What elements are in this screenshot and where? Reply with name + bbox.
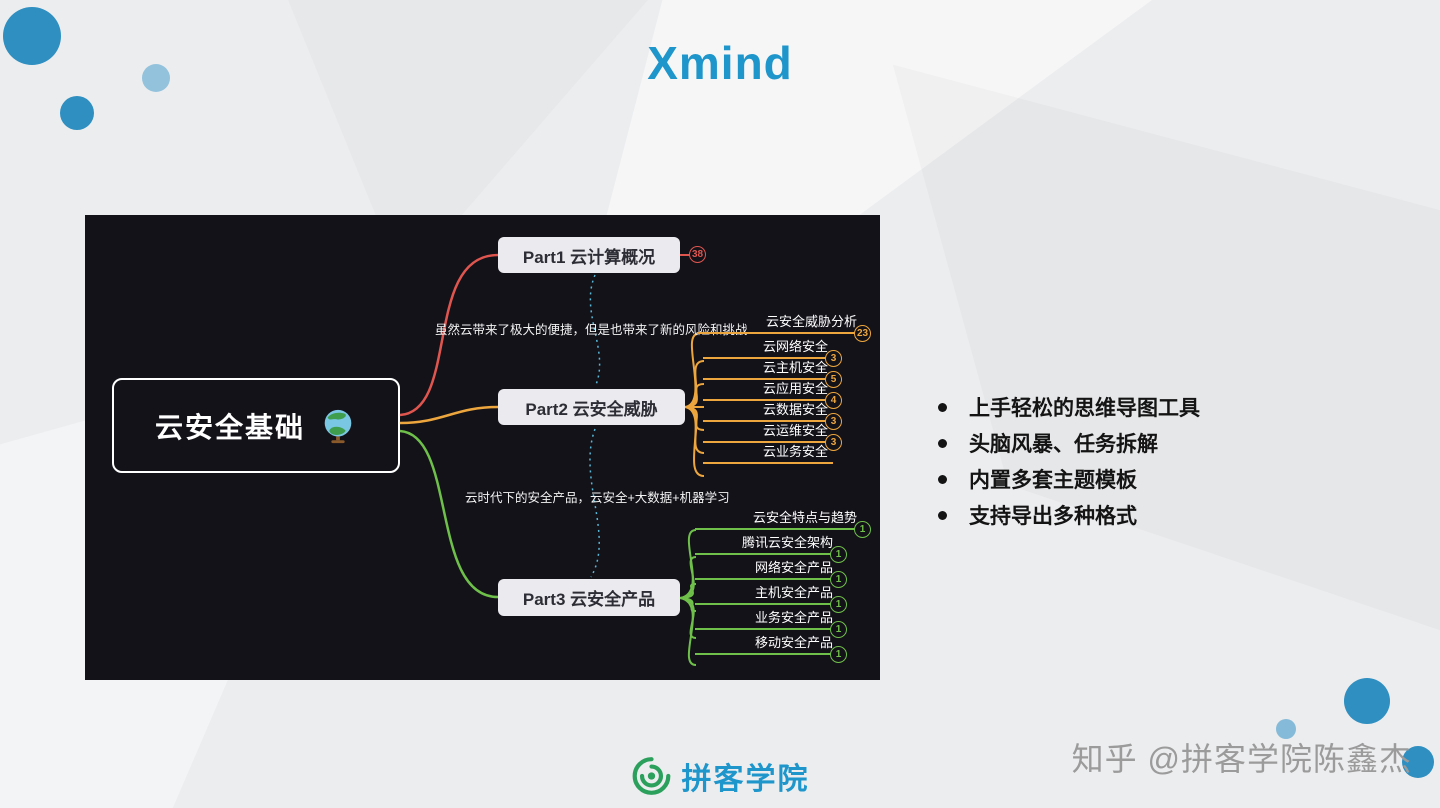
central-topic: 云安全基础 — [112, 378, 400, 473]
subtopic-network-security: 云网络安全 3 — [703, 338, 842, 367]
topic-part2: Part2 云安全威胁 — [498, 389, 685, 425]
part2-subtopics: 云安全威胁分析 23 云网络安全 3 云主机安全 5 云应用安全 4 云数据安全… — [697, 313, 871, 464]
bullet-dot — [938, 402, 947, 412]
topic-part3: Part3 云安全产品 — [498, 579, 680, 616]
decor-circle-top-left-light — [142, 64, 170, 92]
count-badge: 1 — [830, 646, 847, 663]
pinke-logo-text: 拼客学院 — [681, 763, 810, 796]
count-badge: 3 — [825, 413, 842, 430]
part3-fan-lines — [679, 529, 697, 666]
watermark: 知乎 @拼客学院陈鑫杰 — [1071, 741, 1412, 777]
decor-circle-bottom-right-medium — [1402, 746, 1434, 778]
feature-text: 内置多套主题模板 — [969, 469, 1137, 492]
count-badge: 1 — [830, 546, 847, 563]
count-badge: 1 — [830, 571, 847, 588]
feature-list: 上手轻松的思维导图工具 头脑风暴、任务拆解 内置多套主题模板 支持导出多种格式 — [938, 392, 1200, 536]
globe-icon — [324, 409, 352, 443]
feature-item: 头脑风暴、任务拆解 — [938, 428, 1200, 458]
count-badge: 3 — [825, 350, 842, 367]
bullet-dot — [938, 474, 947, 484]
feature-text: 支持导出多种格式 — [969, 505, 1137, 528]
subtopic-ops-security: 云运维安全 3 — [703, 422, 842, 451]
subtopic-network-products: 网络安全产品 1 — [695, 555, 847, 588]
subtopic-business-security: 云业务安全 — [703, 443, 833, 464]
count-badge-part1: 38 — [689, 246, 706, 263]
count-badge: 5 — [825, 371, 842, 388]
central-topic-label: 云安全基础 — [154, 411, 305, 443]
page-title: Xmind — [647, 37, 793, 89]
dashed-link-part2-part3 — [589, 428, 600, 578]
branch-note-part2: 虽然云带来了极大的便捷，但是也带来了新的风险和挑战 — [435, 323, 748, 337]
feature-item: 支持导出多种格式 — [938, 500, 1200, 530]
mindmap-connectors — [399, 253, 705, 666]
subtopic-tencent-architecture: 腾讯云安全架构 1 — [695, 530, 847, 563]
subtopic-mobile-products: 移动安全产品 1 — [695, 630, 847, 663]
branch-line-part2 — [399, 405, 499, 425]
subtopic-app-security: 云应用安全 4 — [703, 380, 842, 409]
feature-text: 头脑风暴、任务拆解 — [969, 433, 1158, 456]
part2-fan-lines — [684, 333, 705, 477]
feature-item: 内置多套主题模板 — [938, 464, 1200, 494]
decor-circle-top-left-large — [3, 7, 61, 65]
bullet-dot — [938, 510, 947, 520]
subtopic-threat-analysis: 云安全威胁分析 23 — [697, 313, 871, 342]
decor-circle-bottom-right-large — [1344, 678, 1390, 724]
count-badge: 1 — [830, 596, 847, 613]
subtopic-data-security: 云数据安全 3 — [703, 401, 842, 430]
bullet-dot — [938, 438, 947, 448]
count-badge: 23 — [854, 325, 871, 342]
branch-line-part3 — [399, 429, 499, 599]
dashed-link-part1-part2 — [589, 274, 601, 388]
count-badge: 1 — [854, 521, 871, 538]
decor-circle-bottom-right-light — [1276, 719, 1296, 739]
subtopic-trends: 云安全特点与趋势 1 — [695, 505, 871, 538]
subtopic-business-products: 业务安全产品 1 — [695, 605, 847, 638]
decor-circle-top-left-medium — [60, 96, 94, 130]
count-badge: 1 — [830, 621, 847, 638]
subtopic-host-products: 主机安全产品 1 — [695, 580, 847, 613]
branch-note-part3: 云时代下的安全产品，云安全+大数据+机器学习 — [465, 491, 730, 505]
part3-subtopics: 云安全特点与趋势 1 腾讯云安全架构 1 网络安全产品 1 主机安全产品 1 业… — [695, 505, 871, 663]
feature-text: 上手轻松的思维导图工具 — [969, 397, 1200, 420]
count-badge: 4 — [825, 392, 842, 409]
feature-item: 上手轻松的思维导图工具 — [938, 392, 1200, 422]
pinke-academy-logo: 拼客学院 — [631, 754, 810, 798]
topic-part1: Part1 云计算概况 — [498, 237, 680, 273]
subtopic-host-security: 云主机安全 5 — [703, 359, 842, 388]
pinke-logo-icon — [632, 757, 671, 795]
mindmap-screenshot: 云安全基础 Part1 云计算概况 38 Part2 云安全威胁 Part3 云… — [85, 215, 880, 680]
branch-line-part1 — [399, 253, 499, 417]
count-badge: 3 — [825, 434, 842, 451]
